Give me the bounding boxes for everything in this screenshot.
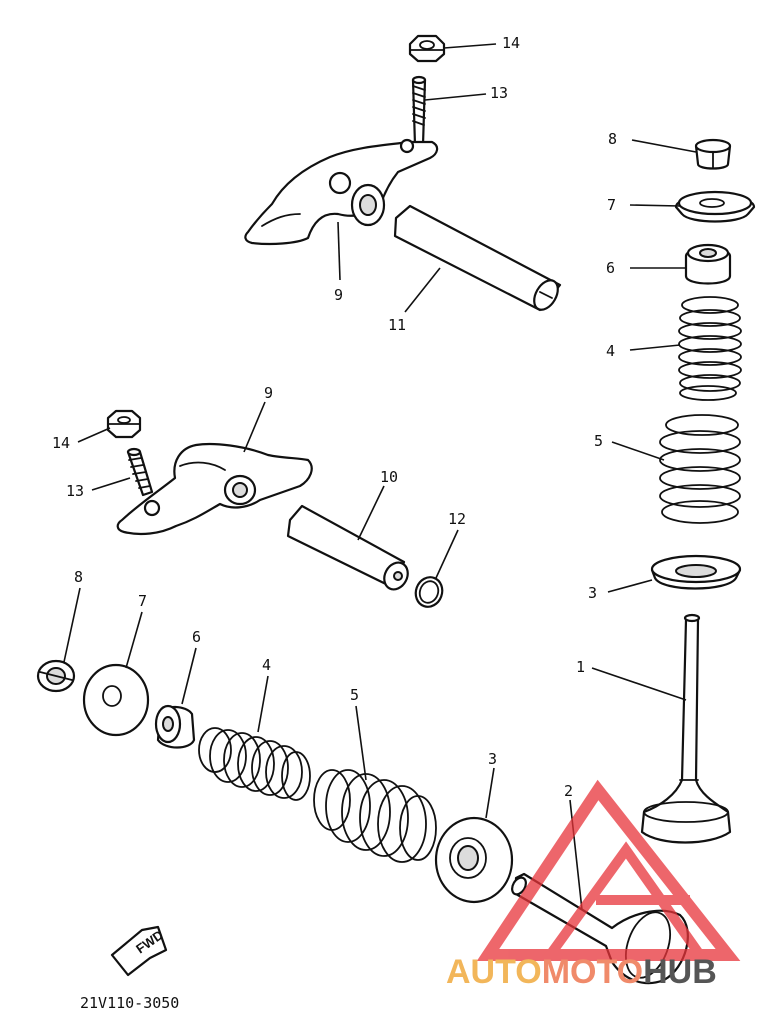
callout-14-upper: 14 — [502, 34, 520, 52]
callout-6-left: 6 — [192, 628, 201, 646]
callout-4-left: 4 — [262, 656, 271, 674]
valve-stem-seal-left — [154, 704, 196, 749]
callout-6-right: 6 — [606, 259, 615, 277]
valve-stem-seal-right — [684, 243, 732, 285]
valve-cotter-right — [694, 138, 732, 170]
watermark-logo — [476, 779, 741, 961]
watermark-word-2: MOTO — [542, 953, 643, 991]
adjusting-screw-upper — [411, 75, 427, 147]
lock-nut-upper — [408, 34, 446, 63]
callout-12: 12 — [448, 510, 466, 528]
valve-spring-outer-left — [313, 769, 437, 863]
callout-9-upper: 9 — [334, 286, 343, 304]
callout-2: 2 — [564, 782, 573, 800]
rocker-shaft-upper — [393, 204, 562, 312]
lock-nut-lower — [106, 409, 142, 439]
callout-labels: 14 13 9 11 8 7 6 4 5 3 1 9 14 13 10 12 8… — [52, 34, 617, 800]
callout-14-lower: 14 — [52, 434, 70, 452]
callout-7-left: 7 — [138, 592, 147, 610]
svg-text:AUTOMOTOHUB: AUTOMOTOHUB — [446, 953, 717, 991]
spring-retainer-left — [82, 663, 150, 737]
callout-10: 10 — [380, 468, 398, 486]
spring-retainer-right — [674, 190, 756, 223]
callout-8-left: 8 — [74, 568, 83, 586]
valve-cotter-left — [36, 659, 76, 693]
valve-spring-outer-right — [659, 414, 741, 524]
callout-5-right: 5 — [594, 432, 603, 450]
callout-13-upper: 13 — [490, 84, 508, 102]
callout-8-right: 8 — [608, 130, 617, 148]
adjusting-screw-lower — [126, 447, 154, 497]
callout-13-lower: 13 — [66, 482, 84, 500]
figure-code: 21V110-3050 — [80, 994, 179, 1012]
watermark-word-1: AUTO — [446, 953, 542, 991]
callout-11: 11 — [388, 316, 406, 334]
valve-right — [640, 613, 732, 844]
callout-9-lower: 9 — [264, 384, 273, 402]
o-ring — [414, 576, 444, 608]
callout-3-right: 3 — [588, 584, 597, 602]
watermark-text: AUTOMOTOHUB — [446, 953, 717, 991]
watermark-word-3: HUB — [643, 953, 717, 991]
valve-spring-inner-right — [678, 296, 742, 401]
callout-5-left: 5 — [350, 686, 359, 704]
callout-3-left: 3 — [488, 750, 497, 768]
spring-seat-left — [434, 816, 514, 904]
spring-seat-right — [650, 554, 742, 590]
rocker-arm-lower — [116, 442, 313, 536]
forward-direction-arrow: FWD — [110, 925, 168, 977]
valve-spring-inner-left — [198, 727, 311, 801]
rocker-shaft-lower — [286, 504, 409, 591]
callout-1: 1 — [576, 658, 585, 676]
leader-lines — [63, 43, 697, 911]
callout-4-right: 4 — [606, 342, 615, 360]
rocker-arm-upper — [244, 138, 439, 246]
callout-7-right: 7 — [607, 196, 616, 214]
